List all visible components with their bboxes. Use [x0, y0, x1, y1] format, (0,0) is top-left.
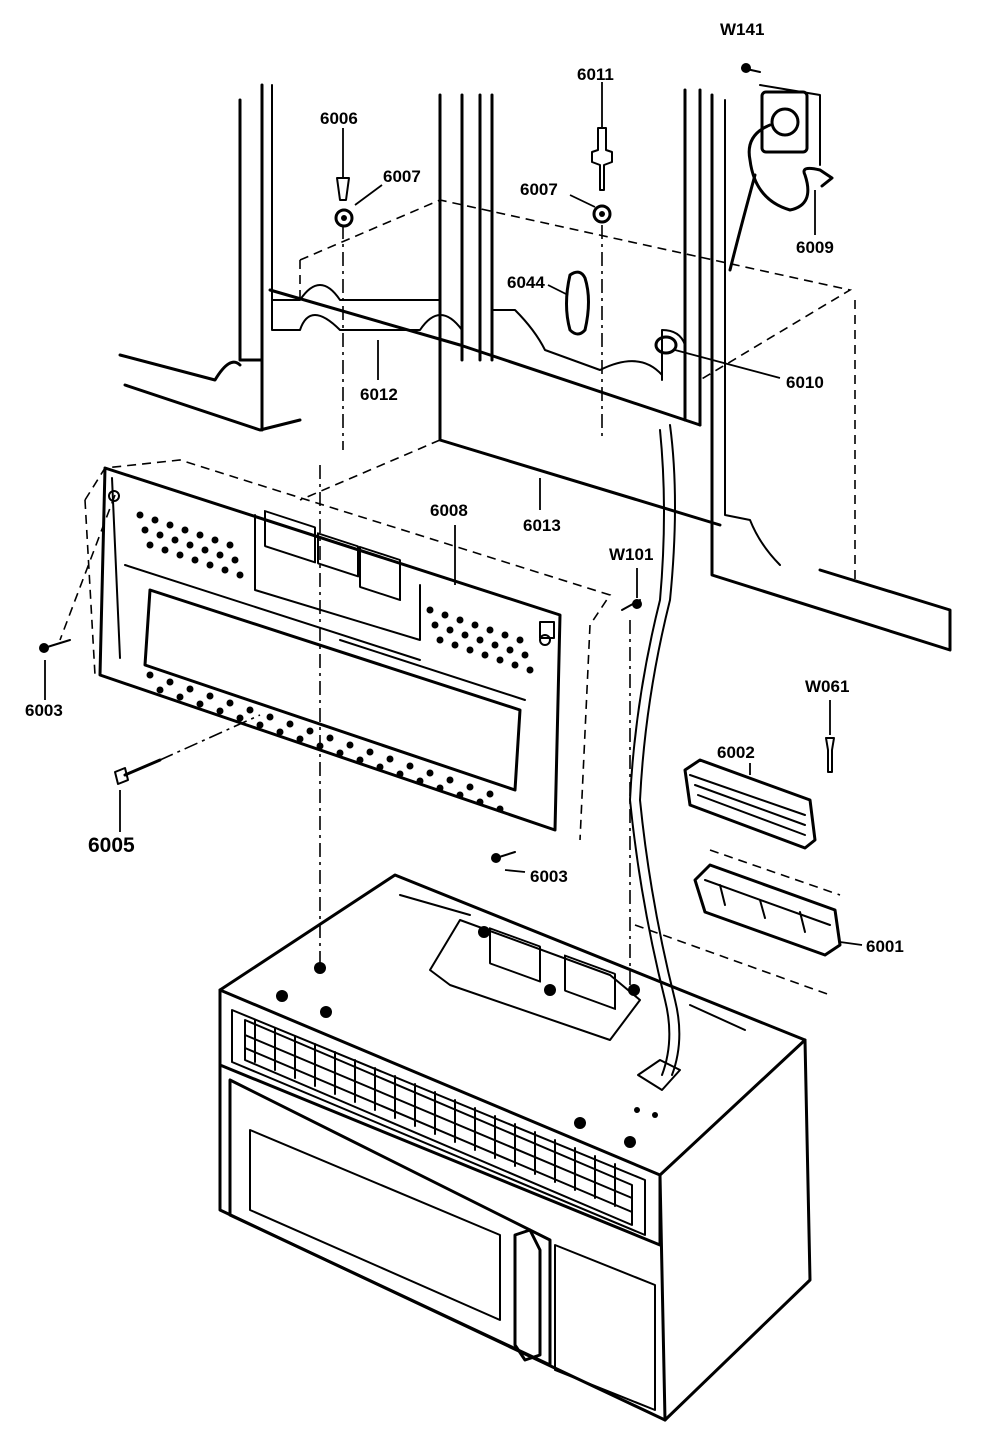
label-6008: 6008: [430, 501, 468, 520]
label-6013: 6013: [523, 516, 561, 535]
label-6001: 6001: [866, 937, 904, 956]
label-6010: 6010: [786, 373, 824, 392]
label-w061: W061: [805, 677, 849, 696]
label-6044: 6044: [507, 273, 545, 292]
microwave-top: [218, 873, 807, 1177]
bolt-6011-icon: [591, 127, 613, 191]
label-w101: W101: [609, 545, 653, 564]
label-6003-bottom: 6003: [530, 867, 568, 886]
upper-cabinets: [118, 83, 952, 652]
control-panel: [554, 1244, 656, 1411]
cord-hole-icon: [654, 335, 678, 355]
cord-entry-icon: [637, 1059, 681, 1091]
washer-6007-icon: [334, 208, 354, 228]
bolt-6006-icon: [336, 177, 350, 201]
plate-opening: [143, 588, 522, 792]
bushing-6044-icon: [565, 270, 590, 336]
mounting-plate: [98, 466, 562, 832]
left-fasteners: [39, 639, 261, 832]
plate-perforations: [136, 511, 534, 813]
plate-envelope: [84, 459, 612, 626]
microwave-side: [663, 1038, 812, 1422]
label-6005: 6005: [88, 834, 135, 857]
part-labels: W141 6011 6006 6007 6007 6009 6044 6010 …: [25, 20, 904, 956]
label-6012: 6012: [360, 385, 398, 404]
label-6009: 6009: [796, 238, 834, 257]
top-fasteners: [334, 82, 613, 450]
door-handle: [513, 1228, 542, 1362]
washer-6007-right-icon: [592, 204, 612, 224]
grille-slots: [244, 1019, 633, 1213]
bolt-6005-icon: [114, 767, 129, 785]
wall-outlet-assembly: [654, 63, 834, 355]
top-panel-recess: [429, 919, 641, 1041]
label-w141: W141: [720, 20, 764, 39]
microwave-body: [218, 873, 812, 1422]
vent-adapter-6002: [683, 758, 817, 850]
microwave-door: [228, 1078, 552, 1367]
label-6003-left: 6003: [25, 701, 63, 720]
label-6006: 6006: [320, 109, 358, 128]
power-cord-lower: [728, 173, 757, 272]
screw-w101: [621, 568, 642, 611]
label-6007-right: 6007: [520, 180, 558, 199]
screw-w061: [825, 700, 835, 773]
outlet-socket-icon: [770, 107, 800, 137]
label-6011: 6011: [577, 65, 614, 84]
vent-grille: [231, 1009, 646, 1236]
screw-6003-bottom: [491, 851, 526, 873]
vent-adapter-6001: [634, 849, 863, 996]
door-window: [249, 1129, 501, 1321]
label-6002: 6002: [717, 743, 755, 762]
label-6007-left: 6007: [383, 167, 421, 186]
cord-6013: [639, 424, 681, 1076]
wall-outlet: [760, 90, 809, 154]
plate-outline: [98, 466, 562, 832]
power-cord: [747, 123, 834, 212]
